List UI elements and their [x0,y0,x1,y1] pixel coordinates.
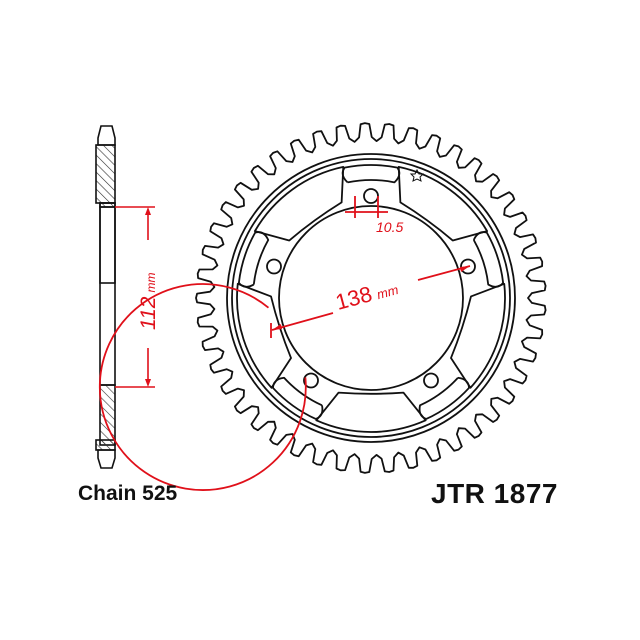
bolt-circle-arc [98,283,307,491]
outer-ring-inner [231,158,511,438]
lightening-slot [237,231,270,288]
lightening-window [450,282,506,389]
sprocket-teeth [195,122,547,474]
lightening-slot [472,231,505,288]
star-mark-icon [409,168,425,182]
bolt-circle-dimension [98,196,471,491]
center-bore [278,205,464,391]
bolt-circle-label: 138mm [333,274,401,315]
model-number-label: JTR 1877 [431,478,558,509]
side-profile [95,125,116,469]
inner-diameter-dimension [115,206,155,388]
bolt-hole [266,258,282,275]
bolt-circle-diameter-line-left [271,312,334,331]
outer-ring [226,153,516,443]
bolt-hole [423,372,439,389]
bolt-hole [460,258,476,275]
lightening-slot [418,376,470,420]
inner-diameter-label: 112mm [137,273,160,330]
bolt-hole-label: 10.5 [376,219,403,235]
bolt-hole [363,188,379,204]
chain-size-label: Chain 525 [78,482,178,505]
lightening-window [253,165,345,242]
bolt-hole [303,372,319,389]
arrowhead-left [272,324,282,330]
lightening-window [236,282,292,389]
lightening-slot [272,376,324,420]
lightening-window [315,391,427,433]
arrowhead-right [460,266,470,272]
lightening-slot [341,164,401,184]
sprocket-front-view [195,122,547,474]
